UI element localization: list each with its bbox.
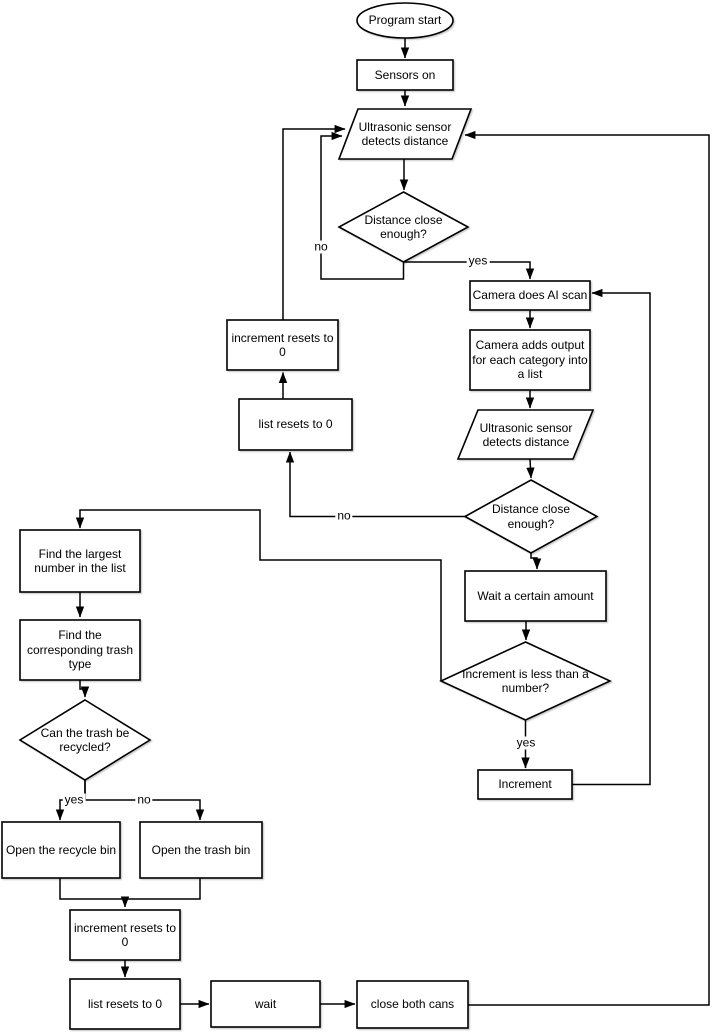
edge-distance2-no-to-list-resets-upper: [285, 451, 465, 518]
distance-close2-shape: [463, 479, 599, 554]
edge-increment-loop-to-camera: [572, 288, 651, 786]
camera-ai-scan-shape: [469, 280, 591, 311]
can-recycle-shape: [18, 699, 152, 781]
edge-open-trash-merge: [126, 878, 201, 900]
edge-increment-less-no-to-find-largest: [75, 509, 442, 681]
find-largest-shape: [19, 529, 141, 593]
ultrasonic1-shape: [337, 108, 473, 160]
edge-increment-resets-upper-to-ultrasonic1: [282, 124, 346, 320]
find-trash-type-shape: [19, 619, 141, 681]
close-both-cans-shape: [356, 980, 469, 1029]
edge-distance1-yes-to-camera: [403, 261, 535, 280]
ultrasonic2-shape: [456, 409, 595, 460]
camera-adds-output-shape: [469, 329, 591, 391]
open-recycle-bin-shape: [1, 821, 121, 879]
sensors-on-shape: [356, 59, 454, 91]
wait-shape: [210, 980, 321, 1028]
increment-less-shape: [439, 641, 612, 721]
wait-certain-amount-shape: [464, 570, 607, 622]
increment-shape: [477, 769, 573, 800]
increment-resets-lower-shape: [69, 909, 181, 961]
increment-resets-upper-shape: [226, 319, 339, 371]
shapes-group: [1, 2, 612, 1030]
program-start-shape: [356, 2, 454, 39]
list-resets-upper-shape: [238, 398, 353, 451]
edge-find-type-to-recycle-question: [79, 680, 90, 698]
edge-distance1-no-loop-to-ultrasonic1: [320, 131, 405, 280]
open-trash-bin-shape: [139, 821, 263, 879]
edge-open-recycle-to-increment-resets-lower: [59, 878, 130, 908]
edge-close-cans-loop-to-ultrasonic1: [464, 130, 710, 1006]
distance-close1-shape: [337, 191, 470, 263]
edge-distance2-to-wait-amount: [530, 553, 542, 570]
edge-ultrasonic2-to-distance2: [526, 458, 535, 479]
edges-group: [55, 38, 710, 1009]
edge-recycle-yes-to-open-recycle: [55, 780, 86, 821]
edge-recycle-no-to-open-trash: [84, 780, 205, 821]
list-resets-lower-shape: [69, 978, 181, 1030]
